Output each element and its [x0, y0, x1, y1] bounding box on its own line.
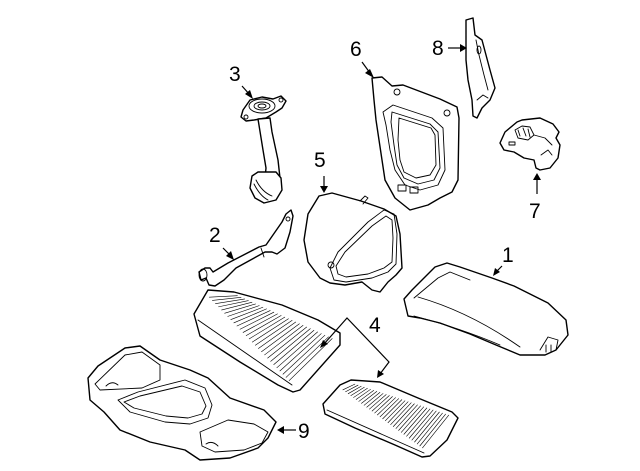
filter-pleat-line: [355, 388, 371, 400]
filter-pleat-line: [374, 396, 393, 414]
filter-pleat-line: [254, 320, 293, 346]
filter-pleat-line: [267, 326, 308, 359]
filter-pleat-line: [273, 329, 315, 365]
callout-label-2: 2: [209, 224, 221, 247]
filter-pleat-line: [419, 413, 446, 447]
filter-pleat-line: [390, 402, 412, 426]
filter-pleat-line: [242, 313, 278, 333]
callout-4: 4: [320, 314, 390, 378]
part-4-cabin-filter-upper[interactable]: [193, 289, 341, 393]
filter-pleat-line: [366, 393, 384, 408]
callout-6: 6: [350, 38, 374, 78]
filter-pleat-line: [251, 318, 289, 343]
filter-pleat-line: [230, 306, 264, 320]
filter-pleats-lower: [342, 383, 450, 449]
part-7-mounting-bracket[interactable]: [499, 117, 561, 171]
callout-label-7: 7: [529, 200, 541, 223]
part-4-cabin-filter-lower[interactable]: [322, 379, 459, 458]
filter-pleat-line: [422, 414, 450, 449]
filter-pleat-line: [285, 336, 329, 378]
callout-5: 5: [314, 149, 328, 193]
filter-pleat-line: [387, 401, 409, 424]
filter-pleat-line: [276, 331, 318, 369]
filter-pleat-line: [209, 295, 238, 298]
filter-pleat-line: [248, 316, 286, 340]
filter-pleat-line: [392, 403, 415, 427]
callout-7: 7: [529, 173, 541, 223]
filter-pleat-line: [408, 409, 434, 439]
filter-pleat-line: [363, 392, 381, 406]
filter-pleat-line: [239, 311, 275, 330]
filter-pleat-line: [411, 410, 437, 441]
filter-pleat-line: [347, 385, 362, 395]
filter-pleat-line: [384, 400, 406, 422]
filter-pleat-line: [350, 386, 365, 397]
part-3-intake-duct[interactable]: [240, 95, 287, 204]
part-5-air-inlet-duct[interactable]: [303, 192, 403, 293]
filter-pleat-line: [416, 412, 443, 445]
filter-pleat-line: [358, 389, 375, 402]
filter-pleat-line: [369, 394, 387, 410]
filter-pleat-line: [398, 405, 421, 431]
filter-pleat-line: [353, 387, 368, 398]
filter-pleat-line: [361, 391, 378, 404]
filter-pleat-line: [406, 408, 431, 437]
filter-pleat-line: [218, 300, 249, 308]
filter-pleat-line: [376, 397, 396, 416]
filter-pleat-line: [221, 301, 253, 311]
part-1-housing-cover[interactable]: [403, 262, 569, 356]
filter-pleat-line: [236, 310, 271, 327]
callout-1: 1: [493, 244, 514, 276]
filter-pleat-line: [342, 383, 356, 391]
callout-label-9: 9: [298, 420, 310, 443]
callout-3: 3: [229, 63, 253, 99]
part-8-support-bracket[interactable]: [465, 17, 496, 119]
filter-pleat-line: [233, 308, 267, 324]
filter-pleat-line: [414, 411, 440, 443]
filter-pleat-line: [215, 298, 245, 304]
callout-label-8: 8: [432, 37, 444, 60]
filter-pleat-line: [212, 296, 242, 301]
filter-pleat-line: [395, 404, 418, 429]
callout-label-4: 4: [369, 314, 381, 337]
filter-pleat-line: [371, 395, 390, 412]
filter-pleat-line: [400, 406, 425, 433]
filter-pleat-line: [227, 305, 260, 317]
filter-pleat-line: [379, 398, 400, 418]
part-2-drain-tube[interactable]: [198, 209, 294, 287]
callout-label-5: 5: [314, 149, 326, 172]
callout-9: 9: [277, 420, 310, 443]
part-6-inlet-bracket[interactable]: [371, 76, 460, 211]
filter-pleat-line: [382, 399, 403, 420]
filter-pleats-upper: [209, 295, 333, 382]
filter-pleat-line: [261, 323, 300, 353]
callout-8: 8: [432, 37, 467, 60]
filter-pleat-line: [403, 407, 428, 435]
filter-pleat-line: [264, 324, 304, 356]
callout-2: 2: [209, 224, 234, 260]
filter-pleat-line: [245, 315, 282, 337]
callout-label-6: 6: [350, 38, 362, 61]
filter-pleat-line: [224, 303, 256, 314]
filter-pleat-line: [270, 328, 311, 362]
filter-pleat-line: [282, 334, 326, 375]
filter-pleat-line: [258, 321, 297, 349]
part-9-filter-tray[interactable]: [87, 345, 277, 461]
filter-pleat-line: [279, 333, 322, 372]
callout-label-1: 1: [502, 244, 514, 267]
callout-label-3: 3: [229, 63, 241, 86]
filter-pleat-line: [345, 384, 359, 393]
